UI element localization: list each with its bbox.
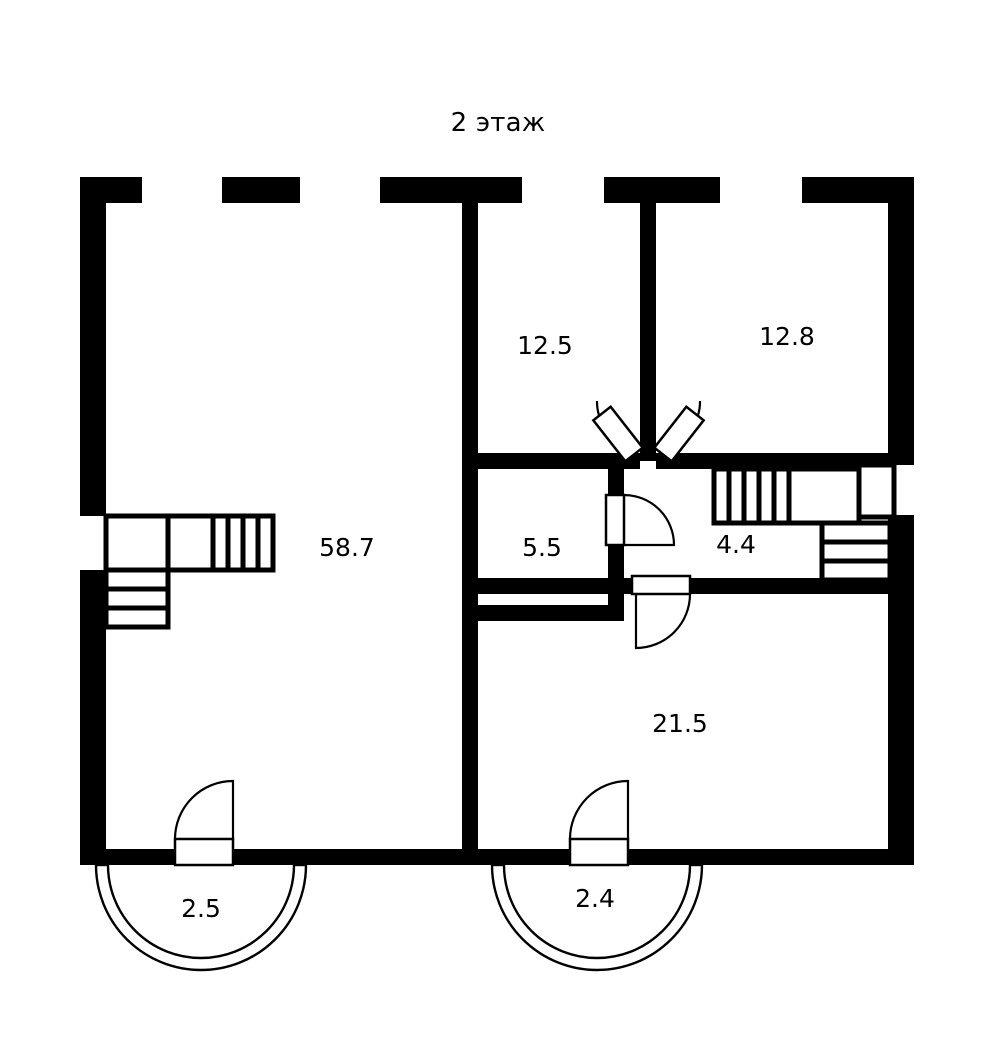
room-label-4-4: 4.4 <box>716 530 756 559</box>
window-top-1 <box>142 177 222 203</box>
door-double-right <box>652 400 706 464</box>
page-title: 2 этаж <box>450 108 546 138</box>
door-room-21-5 <box>630 574 692 650</box>
window-top-3 <box>522 177 604 203</box>
balcony-right <box>490 863 704 972</box>
room-label-21-5: 21.5 <box>652 709 708 738</box>
interior-walls <box>462 177 914 865</box>
balcony-area-labels: 2.5 2.4 <box>181 884 615 923</box>
room-label-12-5: 12.5 <box>517 331 573 360</box>
balcony-left <box>94 863 308 972</box>
balcony-label-2-4: 2.4 <box>575 884 615 913</box>
stair-right <box>711 462 897 583</box>
balcony-label-2-5: 2.5 <box>181 894 221 923</box>
door-balcony-left <box>173 779 235 867</box>
window-top-4 <box>720 177 802 203</box>
door-double-left <box>591 400 645 464</box>
window-left-1 <box>80 516 106 570</box>
window-top-2 <box>300 177 380 203</box>
room-area-labels: 58.7 12.5 12.8 5.5 4.4 21.5 <box>319 322 815 738</box>
room-label-58-7: 58.7 <box>319 533 375 562</box>
door-room-5-5 <box>604 493 676 547</box>
window-openings <box>80 177 914 570</box>
room-label-5-5: 5.5 <box>522 533 562 562</box>
door-balcony-right <box>568 779 630 867</box>
room-label-12-8: 12.8 <box>759 322 815 351</box>
stair-left <box>103 513 276 630</box>
